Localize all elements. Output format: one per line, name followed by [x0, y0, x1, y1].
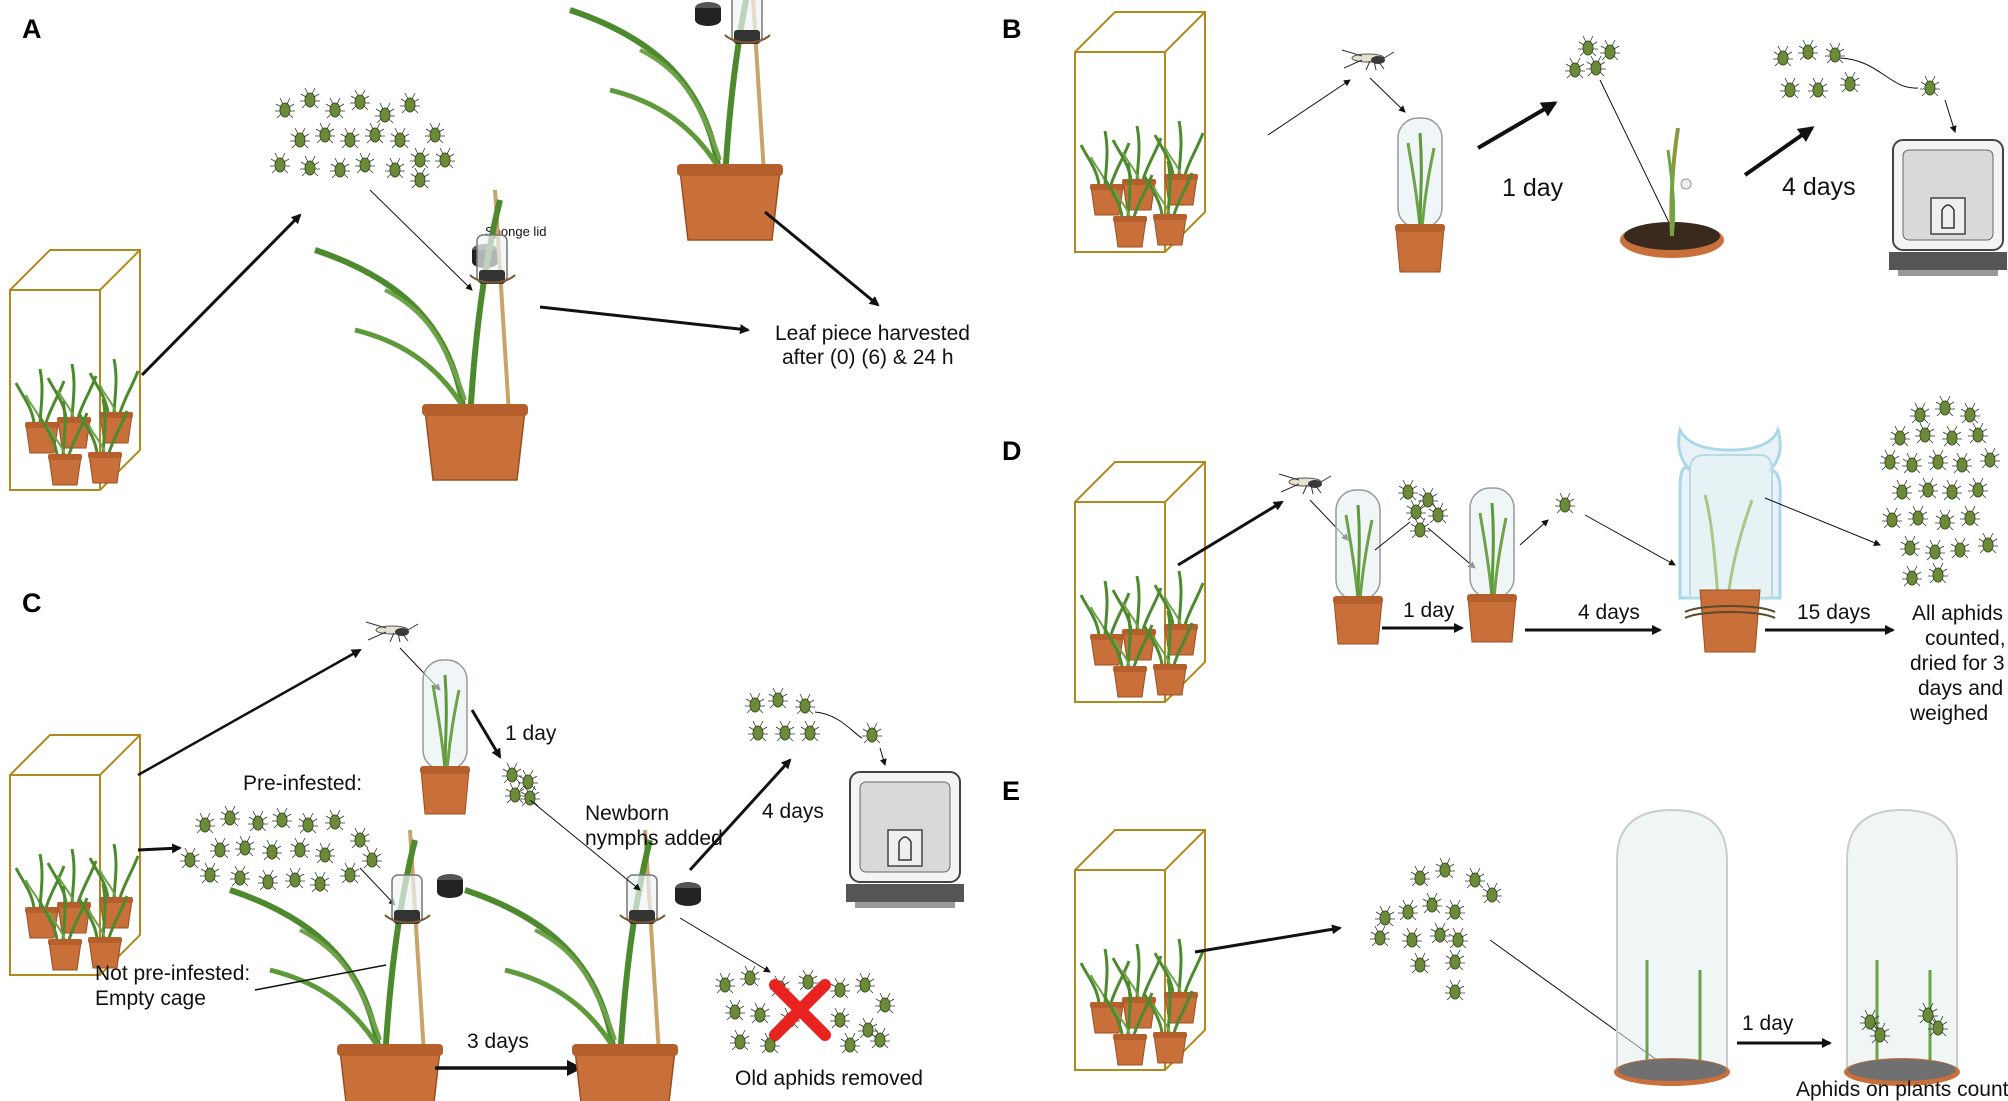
pre-infested-label: Pre-infested: [243, 772, 362, 795]
panel-d-arrow-nymphs-to-tube [1427, 527, 1476, 569]
panel-b-seedling-dish [1620, 127, 1724, 258]
removed-cross-icon [769, 979, 831, 1041]
panel-c-tube-pot [418, 658, 472, 816]
panel-d-step1: 1 day [1403, 599, 1455, 622]
panel-b-arrow-to-tube [1369, 77, 1406, 113]
panel-b-arrow-to-seedling [1599, 79, 1676, 236]
panel-e-result: Aphids on plants counted [1796, 1078, 2008, 1101]
panel-a-arrow-to-harvest [539, 305, 750, 335]
panel-d-arrow-tube-to-nymphs [1374, 521, 1411, 551]
panel-c-pointer-empty [254, 964, 387, 991]
panel-c-arrow-to-wasp [137, 648, 362, 777]
panel-b-nymphs [1564, 35, 1621, 79]
panel-c-lid-2 [675, 882, 701, 906]
panel-d-tube-pot-1 [1331, 488, 1385, 646]
panel-d-arrow-to-jar [1584, 514, 1676, 566]
panel-a-arrow-down-to-harvest [764, 210, 880, 307]
panel-c-arrow-4-days [688, 758, 792, 872]
panel-c-scale [845, 771, 965, 909]
panel-c-step1: 1 day [505, 722, 557, 745]
panel-c-adult-aphids [744, 687, 821, 742]
panel-e-arrow-to-aphids [1194, 924, 1342, 954]
panel-b-arrow-to-wasp [1267, 79, 1351, 136]
panel-c-arrow-to-removed [679, 917, 771, 973]
panel-a-arrow-to-cage [369, 189, 473, 291]
panel-a-arrow-to-aphids [140, 213, 302, 377]
panel-b-step2: 4 days [1782, 173, 1856, 201]
panel-d-result-line1: All aphids [1912, 602, 2003, 625]
panel-c-plant-preinfested [230, 830, 443, 1101]
panel-d-result-line3: dried for 3 [1910, 652, 2005, 675]
panel-c-arrow-nymphs-added [529, 799, 641, 891]
panel-a-lid-removed [695, 2, 721, 26]
newborn-label-line2: nymphs added [585, 827, 723, 850]
panel-c-plant-newborn [465, 830, 678, 1101]
panel-b-scale [1888, 139, 2008, 277]
panel-c-lid [437, 874, 463, 898]
panel-c-growth-box [10, 735, 140, 975]
panel-e-aphid-cluster [1369, 857, 1503, 1001]
panel-b-letter: B [1002, 14, 1022, 44]
panel-d-growth-box [1075, 462, 1205, 702]
panel-c-arrow-to-aphids [137, 843, 182, 854]
panel-b-single-aphid [1919, 75, 1941, 97]
panel-e-jar-after [1842, 808, 1962, 1088]
panel-b-growth-box [1075, 12, 1205, 252]
panel-a-plant-with-cage [315, 190, 528, 480]
panel-c-arrow-to-cage [359, 867, 396, 906]
panel-c-single-aphid [861, 722, 883, 744]
newborn-label-line1: Newborn [585, 802, 669, 825]
panel-b-step1: 1 day [1502, 174, 1564, 202]
panel-c-step2: 4 days [762, 800, 824, 823]
panel-c-curve-arrow [814, 711, 863, 739]
panel-b-curve-arrow [1839, 57, 1919, 89]
panel-c-nymphs [501, 762, 541, 807]
panel-c-arrow-to-scale [879, 747, 887, 766]
panel-d-letter: D [1002, 436, 1022, 466]
panel-e-letter: E [1002, 776, 1020, 806]
panel-c-step3: 3 days [467, 1030, 529, 1053]
panel-d-single-aphid [1554, 492, 1576, 514]
panel-b-arrow-1-day [1476, 101, 1558, 150]
panel-d-result-line5: weighed [1909, 702, 1988, 725]
harvest-label-line2: after (0) (6) & 24 h [782, 346, 954, 369]
panel-d-result-line4: days and [1918, 677, 2003, 700]
panel-a-growth-box [10, 250, 140, 490]
panel-d-result-line2: counted, [1925, 627, 2006, 650]
panel-d-step2: 4 days [1578, 601, 1640, 624]
panel-b-arrow-4-days [1743, 126, 1815, 177]
panel-e-growth-box [1075, 830, 1205, 1070]
panel-d-jar [1677, 425, 1782, 653]
panel-e-step1: 1 day [1742, 1012, 1794, 1035]
panel-a-aphid-cluster [269, 87, 456, 189]
panel-b-arrow-to-scale [1944, 99, 1957, 133]
not-pre-infested-line2: Empty cage [95, 987, 206, 1010]
panel-a-letter: A [22, 14, 42, 44]
panel-d-arrow-to-counted [1764, 497, 1881, 546]
panel-b-wasp [1341, 49, 1395, 71]
panel-d-counted-aphids [1879, 395, 2001, 587]
panel-c-wasp [365, 621, 419, 643]
harvest-label-line1: Leaf piece harvested [775, 322, 970, 345]
panel-b-adult-aphids [1772, 39, 1861, 99]
panel-b-tube-pot [1393, 116, 1447, 274]
panel-d-arrow-to-single [1519, 519, 1549, 546]
panel-c-arrow-1-day [470, 709, 502, 759]
panel-d-arrow-to-wasp [1177, 500, 1284, 567]
panel-d-wasp [1278, 473, 1332, 495]
old-aphids-removed-label: Old aphids removed [735, 1067, 923, 1090]
panel-c-aphid-cluster [179, 805, 383, 893]
panel-e-jar-before [1612, 808, 1732, 1088]
panel-d-step3: 15 days [1797, 601, 1871, 624]
panel-d-nymphs [1397, 479, 1449, 539]
panel-a-plant-harvested [570, 0, 783, 240]
panel-c-letter: C [22, 588, 42, 618]
not-pre-infested-line1: Not pre-infested: [95, 962, 250, 985]
panel-d-tube-pot-2 [1465, 486, 1519, 644]
